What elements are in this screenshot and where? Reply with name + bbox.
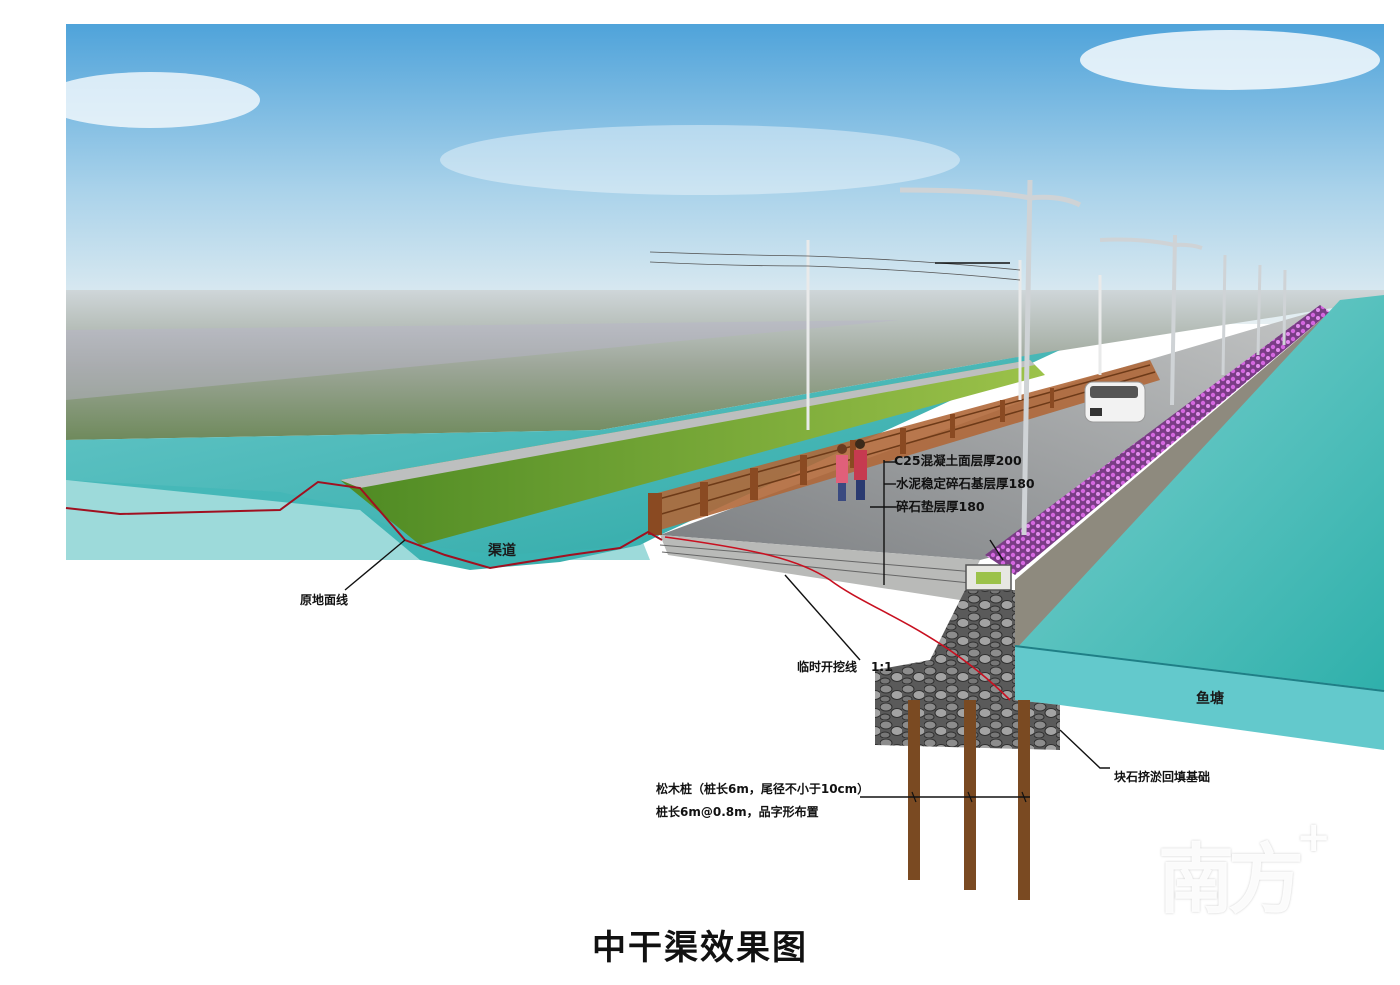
page-title: 中干渠效果图	[592, 928, 808, 968]
excavation-label: 临时开挖线	[797, 660, 858, 674]
pine-pile	[1018, 700, 1030, 900]
cloud	[440, 125, 960, 195]
original-ground-label: 原地面线	[300, 593, 349, 607]
watermark-plus: +	[1296, 812, 1332, 861]
excavation-line	[664, 536, 1011, 701]
watermark-logo: 南方	[1158, 835, 1304, 924]
cloud	[1080, 30, 1380, 90]
layer-2-label: 水泥稳定碎石基层厚180	[896, 476, 1035, 491]
original-ground-line	[65, 480, 663, 570]
slope-label: 1:1	[871, 660, 893, 674]
street-lamp	[1021, 179, 1033, 536]
flower-bed	[985, 305, 1330, 575]
canal-water-section	[66, 480, 650, 560]
pedestrians	[836, 439, 867, 501]
pile-label-1: 松木桩（桩长6m，尾径不小于10cm）	[656, 782, 870, 796]
pile-label-2: 桩长6m@0.8m，品字形布置	[656, 805, 819, 819]
fish-pond-water	[1015, 295, 1384, 690]
rock-fill	[875, 590, 1060, 750]
layer-3-label: 碎石垫层厚180	[896, 499, 985, 514]
fish-pond-label: 鱼塘	[1196, 691, 1224, 707]
grass-embankment	[340, 360, 1045, 545]
rock-fill-label: 块石挤淤回填基础	[1114, 770, 1211, 784]
layer-1-label: C25混凝土面层厚200	[894, 453, 1022, 468]
white-car	[1084, 381, 1146, 423]
pine-pile	[908, 700, 920, 880]
canal-label: 渠道	[488, 543, 516, 559]
distant-fields	[66, 290, 1384, 440]
embankment-top	[340, 360, 1035, 488]
street-lamp	[1170, 234, 1177, 406]
distant-fields-band	[66, 320, 900, 400]
pine-pile	[964, 700, 976, 890]
fish-pond-section	[1015, 645, 1384, 750]
cloud	[40, 72, 260, 128]
